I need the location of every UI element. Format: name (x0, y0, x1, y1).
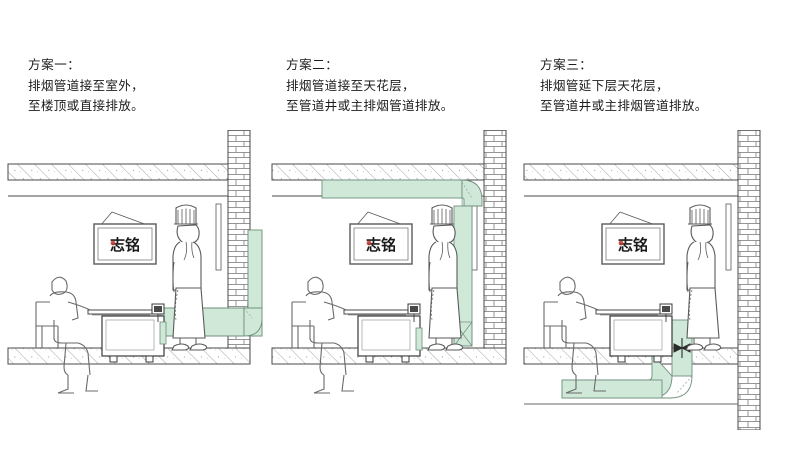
caption-line-2: 至管道井或主排烟管道排放。 (540, 98, 708, 113)
framed-sign: 志铭 (601, 211, 665, 265)
caption-scheme-2: 方案二： 排烟管道接至天花层， 至管道井或主排烟管道排放。 (286, 55, 526, 117)
caption-title: 方案一： (28, 57, 81, 72)
caption-scheme-3: 方案三： 排烟管延下层天花层， 至管道井或主排烟管道排放。 (540, 55, 780, 117)
seated-customer (543, 276, 612, 394)
scene-scheme-1: 志铭 (0, 130, 266, 430)
wall-trim (725, 203, 732, 271)
scene-svg-1: 志铭 (7, 130, 263, 394)
scene-svg-3: 志铭 (523, 130, 761, 430)
cooking-unit (609, 303, 673, 363)
counter (595, 309, 665, 316)
counter (343, 309, 413, 316)
standing-chef (685, 204, 722, 351)
scene-svg-2: 志铭 (271, 130, 507, 394)
caption-line-1: 排烟管道接至天花层， (286, 77, 415, 93)
counter (87, 309, 157, 316)
ceiling-slab (7, 163, 229, 181)
seated-customer (35, 276, 104, 394)
sign-text: 志铭 (366, 236, 396, 254)
standing-chef (427, 204, 464, 351)
caption-line-2: 至楼顶或直接排放。 (28, 98, 145, 113)
brick-wall (483, 130, 507, 351)
caption-title: 方案二： (286, 57, 339, 72)
scheme-panel-3: 方案三： 排烟管延下层天花层， 至管道井或主排烟管道排放。 (512, 0, 778, 450)
caption-scheme-1: 方案一： 排烟管道接至室外， 至楼顶或直接排放。 (28, 55, 268, 117)
ceiling-slab (523, 163, 739, 181)
caption-title: 方案三： (540, 57, 593, 72)
cooking-unit (101, 303, 167, 363)
sign-text: 志铭 (618, 236, 648, 254)
cooking-unit (357, 303, 423, 363)
wall-trim (215, 203, 222, 271)
standing-chef (171, 204, 208, 351)
caption-line-1: 排烟管延下层天花层， (540, 77, 669, 93)
scene-scheme-3: 志铭 (512, 130, 778, 430)
exhaust-duct (561, 319, 693, 399)
scheme-panel-1: 方案一： 排烟管道接至室外， 至楼顶或直接排放。 (0, 0, 266, 450)
wall-trim (471, 203, 478, 271)
scene-scheme-2: 志铭 (258, 130, 524, 430)
seated-customer (291, 276, 360, 394)
caption-line-2: 至管道井或主排烟管道排放。 (286, 98, 454, 113)
framed-sign: 志铭 (349, 211, 413, 265)
ceiling-slab (271, 163, 485, 181)
framed-sign: 志铭 (93, 211, 157, 265)
exhaust-duct (159, 229, 263, 337)
brick-wall (737, 130, 761, 430)
caption-line-1: 排烟管道接至室外， (28, 77, 145, 93)
scheme-panel-2: 方案二： 排烟管道接至天花层， 至管道井或主排烟管道排放。 (258, 0, 524, 450)
sign-text: 志铭 (110, 236, 140, 254)
